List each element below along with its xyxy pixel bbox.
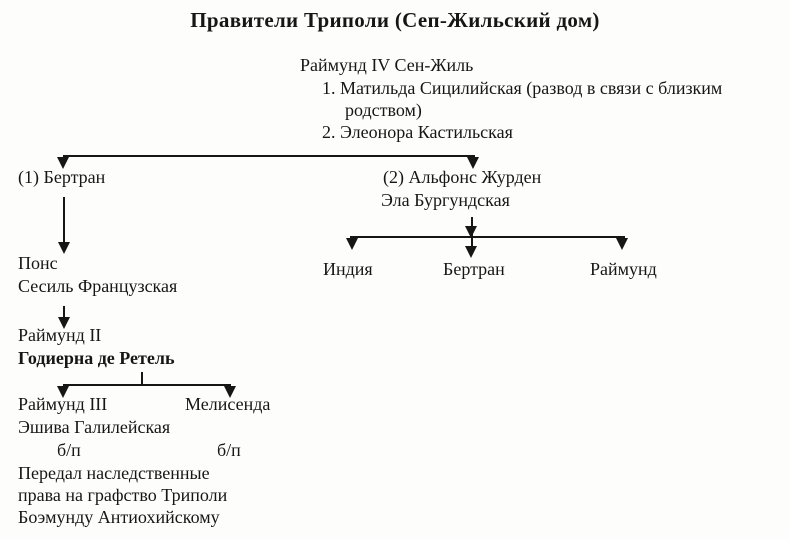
pons-name: Понс xyxy=(18,253,58,273)
raymond3-name: Раймунд III xyxy=(18,394,108,414)
root-wife1-line2: родством) xyxy=(345,100,422,120)
child-bertran-name: Бертран xyxy=(443,259,505,279)
arrow-down-to-melisende-icon xyxy=(224,386,236,398)
note-line-2: права на графство Триполи xyxy=(18,485,228,505)
left-son-name: (1) Бертран xyxy=(18,167,106,187)
childless-mark-raymond3: б/п xyxy=(57,440,81,460)
root-wife1-line1: 1. Матильда Сицилийская (развод в связи … xyxy=(322,78,723,98)
page-title: Правители Триполи (Сеп-Жильский дом) xyxy=(190,8,600,32)
note-line-1: Передал наследственные xyxy=(18,463,210,483)
root-wife2: 2. Элеонора Кастильская xyxy=(322,122,513,142)
connector-raymond2-children-stem xyxy=(141,372,143,386)
arrow-down-to-bertran-icon xyxy=(57,157,69,169)
connector-alfons-children-line xyxy=(350,236,625,238)
right-son-wife: Эла Бургундская xyxy=(381,190,510,210)
raymond2-wife: Годиерна де Ретель xyxy=(18,348,175,368)
pons-wife: Сесиль Французская xyxy=(18,276,178,296)
arrow-down-to-raymond3-icon xyxy=(57,386,69,398)
root-person-name: Раймунд IV Сен-Жиль xyxy=(300,55,474,75)
note-line-3: Боэмунду Антиохийскому xyxy=(18,507,220,527)
raymond3-wife: Эшива Галилейская xyxy=(18,417,171,437)
connector-raymond2-children-line xyxy=(63,384,231,386)
connector-pons-raymond2-line xyxy=(63,306,65,319)
arrow-down-to-pons-icon xyxy=(58,242,70,254)
connector-alfons-children-stem-lower xyxy=(471,238,473,250)
arrow-down-to-bertran2-icon xyxy=(465,246,477,258)
child-indiya-name: Индия xyxy=(323,259,373,279)
child-raymond-name: Раймунд xyxy=(590,259,657,279)
connector-bertran-pons-line xyxy=(63,197,65,244)
connector-root-sons-line xyxy=(63,155,475,157)
right-son-name: (2) Альфонс Журден xyxy=(383,167,542,187)
arrow-down-junction-icon xyxy=(465,226,477,238)
arrow-down-to-raymond-icon xyxy=(616,238,628,250)
arrow-down-to-indiya-icon xyxy=(346,238,358,250)
childless-mark-melisende: б/п xyxy=(217,440,241,460)
arrow-down-to-raymond2-icon xyxy=(58,317,70,329)
melisende-name: Мелисенда xyxy=(185,394,271,414)
arrow-down-to-alfons-icon xyxy=(467,157,479,169)
raymond2-name: Раймунд II xyxy=(18,325,102,345)
